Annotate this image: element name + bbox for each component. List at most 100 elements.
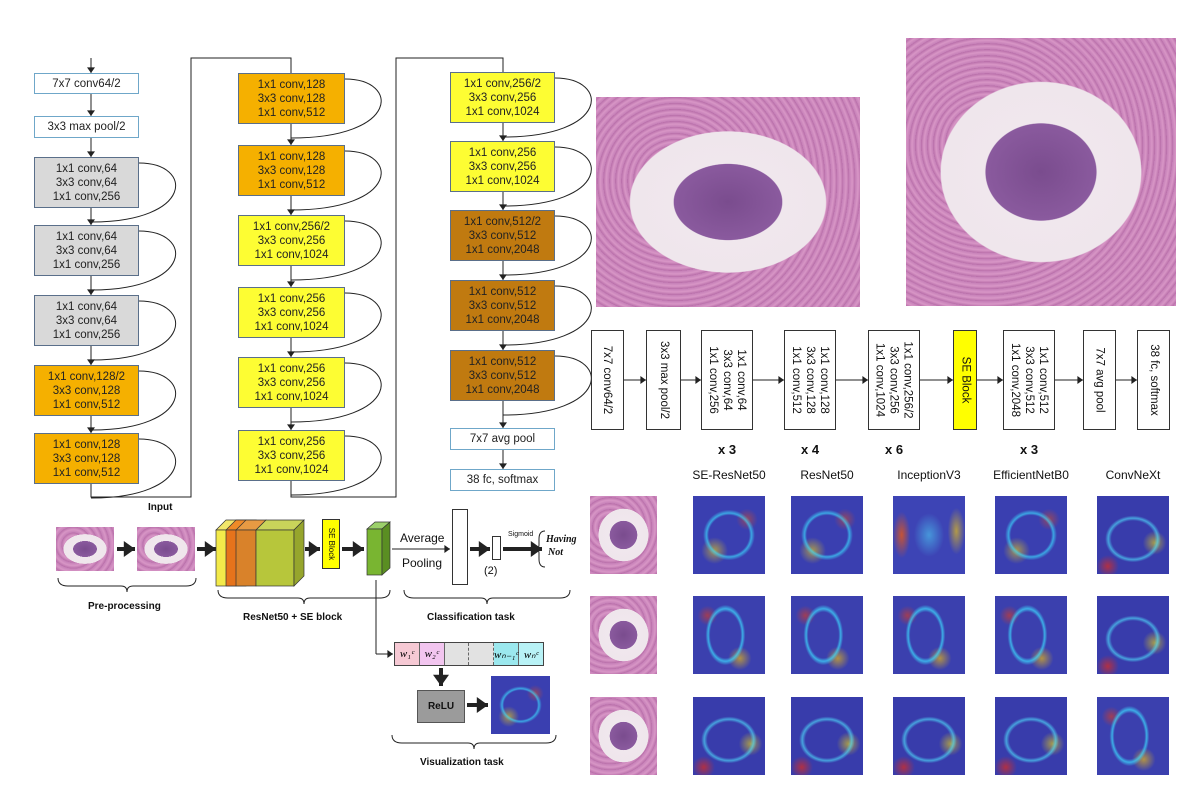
block-text-line: 3x3 conv,256 xyxy=(257,234,326,247)
arrow-head xyxy=(287,351,295,357)
arrow-head xyxy=(287,209,295,215)
block-text-line: 3x3 conv,512 xyxy=(468,369,537,382)
block-text-line: 1x1 conv,256 xyxy=(52,190,121,203)
block-text-line: 1x1 conv,256 xyxy=(468,146,537,159)
block-text-line: 1x1 conv,256 xyxy=(257,292,326,305)
block-text-line: 1x1 conv,1024 xyxy=(465,174,540,187)
block-text-line: 3x3 conv,128 xyxy=(257,164,326,177)
pipeline-text-line: 3x3 conv,256 xyxy=(888,346,900,414)
pipeline-text-line: SE Block xyxy=(959,356,972,404)
block-text-line: 3x3 conv,128 xyxy=(52,452,121,465)
block-text-line: 3x3 max pool/2 xyxy=(47,121,126,133)
block-text-line: 1x1 conv,64 xyxy=(55,230,118,243)
gradcam-heatmap xyxy=(995,596,1067,674)
pipeline-block-8: 7x7 avg pool xyxy=(1083,330,1116,430)
block-text-line: 1x1 conv,64 xyxy=(55,162,118,175)
gradcam-heatmap xyxy=(693,596,765,674)
pipeline-block-2: 3x3 max pool/2 xyxy=(646,330,681,430)
block-text-line: 1x1 conv,512 xyxy=(468,355,537,368)
block-text-line: 3x3 conv,64 xyxy=(55,244,118,257)
resnet-feature-stack xyxy=(215,519,305,587)
block-text-line: 1x1 conv,2048 xyxy=(465,243,540,256)
block-text-line: 1x1 conv,256/2 xyxy=(252,220,331,233)
source-image xyxy=(590,596,657,674)
block-text-line: 3x3 conv,128 xyxy=(52,384,121,397)
pipeline-repeat-label: x 6 xyxy=(885,442,904,457)
left-to-middle-connector xyxy=(90,57,292,498)
block-text-line: 1x1 conv,256 xyxy=(257,435,326,448)
arrow-head xyxy=(204,541,216,557)
pipeline-text-line: 1x1 conv,64 xyxy=(735,349,747,411)
middle-residual-skip xyxy=(290,220,382,281)
source-image xyxy=(590,697,657,775)
arrow-head xyxy=(87,289,95,295)
right-column-block-7: 38 fc, softmax xyxy=(450,469,555,491)
block-text-line: 3x3 conv,512 xyxy=(468,299,537,312)
resnet-se-label: ResNet50 + SE block xyxy=(243,612,343,623)
block-text-line: 1x1 conv,512/2 xyxy=(463,215,542,228)
left-column-block-2: 3x3 max pool/2 xyxy=(34,116,139,138)
input-image xyxy=(56,527,114,571)
block-text-line: 1x1 conv,512 xyxy=(52,466,121,479)
pipeline-block-9: 38 fc, softmax xyxy=(1137,330,1170,430)
channel-weight-cell: w₁ᶜ xyxy=(395,643,420,665)
pipeline-text-line: 1x1 conv,256/2 xyxy=(902,341,914,419)
middle-residual-skip xyxy=(290,78,382,139)
pipeline-text-line: 1x1 conv,256 xyxy=(707,346,719,414)
pipeline-text-line: 3x3 conv,128 xyxy=(804,346,816,414)
block-text-line: 1x1 conv,256 xyxy=(52,258,121,271)
model-header: EfficientNetB0 xyxy=(993,468,1069,482)
block-text-line: 3x3 conv,256 xyxy=(257,376,326,389)
block-text-line: 1x1 conv,1024 xyxy=(254,463,329,476)
arrow-head xyxy=(387,650,393,658)
pipeline-text-line: 7x7 conv64/2 xyxy=(601,345,614,415)
arrow-head xyxy=(287,281,295,287)
block-text-line: 3x3 conv,256 xyxy=(257,306,326,319)
block-text-line: 1x1 conv,1024 xyxy=(254,320,329,333)
relu-box: ReLU xyxy=(417,690,465,723)
arrow-head xyxy=(87,67,95,73)
pipeline-block-text: 3x3 max pool/2 xyxy=(657,341,671,419)
visualization-task-label: Visualization task xyxy=(420,757,504,768)
sigmoid-label: Sigmoid xyxy=(508,531,534,538)
pipeline-repeat-label: x 3 xyxy=(718,442,737,457)
model-header: ResNet50 xyxy=(800,468,854,482)
pipeline-block-text: 7x7 conv64/2 xyxy=(601,346,615,414)
right-residual-skip xyxy=(502,355,592,416)
arrow-head xyxy=(695,376,701,384)
gradcam-heatmap xyxy=(1097,596,1169,674)
output-vector xyxy=(492,536,501,560)
block-text-line: 1x1 conv,256 xyxy=(257,362,326,375)
pipeline-text-line: 3x3 max pool/2 xyxy=(657,341,670,419)
arrow-head xyxy=(287,139,295,145)
arrow-head xyxy=(287,424,295,430)
block-text-line: 1x1 conv,2048 xyxy=(465,383,540,396)
gradcam-heatmap xyxy=(995,697,1067,775)
model-header: SE-ResNet50 xyxy=(692,468,766,482)
glomerulus-image-original xyxy=(596,97,860,307)
channel-weight-cell: wₙᶜ xyxy=(519,643,543,665)
preprocessed-image xyxy=(137,527,195,571)
se-output-feature-block xyxy=(366,521,391,576)
right-residual-skip xyxy=(502,146,592,207)
classification-task-label: Classification task xyxy=(427,612,515,623)
arrow-head xyxy=(87,359,95,365)
model-header: InceptionV3 xyxy=(897,468,961,482)
visualization-heatmap xyxy=(491,676,550,734)
